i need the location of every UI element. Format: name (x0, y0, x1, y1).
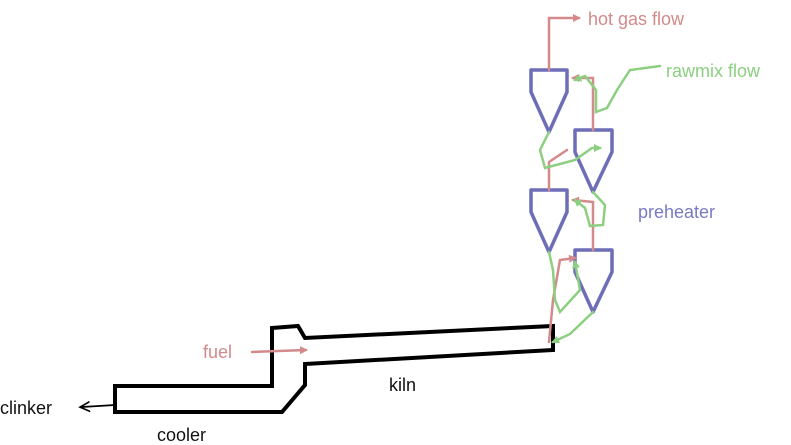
rawmix-flow-lines (538, 64, 662, 344)
cyclone-3 (529, 188, 569, 254)
label-preheater: preheater (638, 202, 716, 222)
hot-gas-flow-lines (250, 14, 595, 355)
cyclone-1 (529, 68, 569, 134)
rawmix-inlet (573, 64, 662, 114)
clinker-arrow (82, 405, 116, 407)
gas-exit-arrow (547, 14, 581, 72)
label-cooler: cooler (157, 425, 207, 445)
label-kiln: kiln (389, 375, 417, 395)
label-fuel: fuel (203, 342, 233, 362)
label-clinker: clinker (0, 398, 53, 418)
fuel-arrow (250, 346, 308, 355)
cyclone-2 (573, 128, 614, 194)
cyclone-4 (573, 248, 614, 314)
preheater-cyclones (529, 68, 614, 314)
label-hot-gas-flow: hot gas flow (588, 9, 685, 29)
kiln-cooler-outline (113, 323, 555, 414)
label-rawmix-flow: rawmix flow (666, 61, 761, 81)
